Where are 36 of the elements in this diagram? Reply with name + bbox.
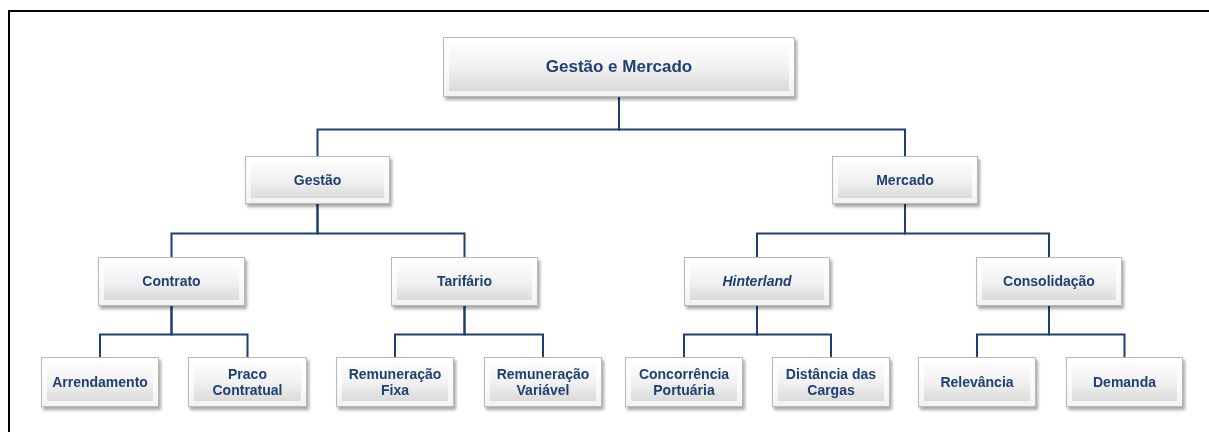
wbs-box <box>188 357 307 407</box>
wbs-box <box>98 257 245 306</box>
box-label: Praco Contratual <box>211 365 284 399</box>
box-label: Gestão e Mercado <box>545 57 693 77</box>
box-label: Mercado <box>876 171 934 189</box>
connector-line <box>904 203 1050 258</box>
wbs-box <box>684 257 830 306</box>
box-label: Arrendamento <box>52 373 148 391</box>
box-label: Contrato <box>142 273 201 290</box>
box-label: Concorrência Portuária <box>637 365 731 399</box>
box-label: Hinterland <box>722 273 792 290</box>
wbs-box <box>976 257 1122 306</box>
box-label: Remuneração Variável <box>495 365 591 399</box>
wbs-box <box>832 156 978 204</box>
connector-line <box>756 305 832 358</box>
box-label: Relevância <box>940 373 1014 391</box>
box-label: Tarifário <box>437 273 492 290</box>
wbs-box <box>391 257 538 306</box>
wbs-box <box>336 357 454 407</box>
wbs-box <box>41 357 159 407</box>
connector-line <box>170 305 249 358</box>
wbs-box <box>484 357 602 407</box>
box-label: Gestão <box>293 171 342 189</box>
box-label: Distância das Cargas <box>784 365 878 399</box>
connector-line <box>316 203 466 258</box>
box-label: Remuneração Fixa <box>347 365 443 399</box>
connector-line <box>618 96 906 157</box>
wbs-box <box>1066 357 1183 407</box>
connector-line <box>463 305 544 358</box>
box-label: Demanda <box>1093 373 1156 391</box>
wbs-box <box>245 156 390 204</box>
wbs-box <box>443 37 795 97</box>
wbs-box <box>772 357 890 407</box>
wbs-box <box>625 357 743 407</box>
box-label: Consolidação <box>1003 273 1095 290</box>
wbs-box <box>918 357 1036 407</box>
